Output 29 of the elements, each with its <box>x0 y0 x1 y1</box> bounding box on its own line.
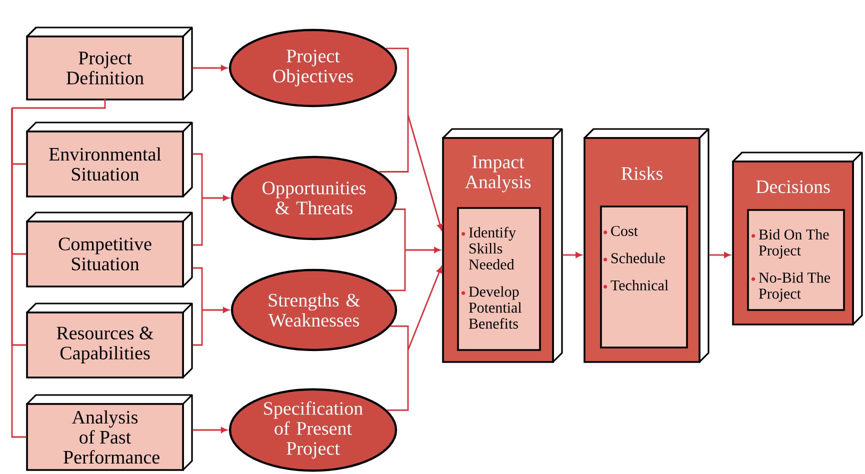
label-block: Environmental Situation <box>26 122 193 198</box>
connector-line <box>192 198 203 246</box>
label-block: Resources & Capabilities <box>26 302 193 378</box>
connector-line <box>192 153 203 198</box>
connector-line <box>12 98 106 109</box>
item-list-box: Cost Schedule Technical <box>600 206 688 348</box>
connector-line <box>390 326 409 350</box>
arrow <box>407 114 443 230</box>
arrow <box>192 427 228 433</box>
arrow <box>562 252 582 258</box>
arrow <box>407 266 442 350</box>
connector-line <box>386 48 409 115</box>
connector-line <box>192 310 203 346</box>
arrow <box>192 65 228 71</box>
connector-line <box>378 115 409 172</box>
arrow <box>709 252 730 258</box>
label-block: Competitive Situation <box>26 212 193 288</box>
arrow <box>405 247 440 253</box>
label-block: Project Definition <box>26 26 193 100</box>
arrow <box>202 307 230 313</box>
connector-line <box>394 208 406 250</box>
connector-line <box>387 350 409 411</box>
item-list-box: Identify Skills Needed Develop Potential Benefits <box>457 207 541 351</box>
connector-line <box>192 267 203 310</box>
connector-line <box>387 250 406 292</box>
label-block: Analysis of Past Performance <box>26 394 193 471</box>
connector-line <box>11 108 26 438</box>
arrow <box>202 195 230 201</box>
item-list-box: Bid On The Project No-Bid The Project <box>747 209 845 311</box>
